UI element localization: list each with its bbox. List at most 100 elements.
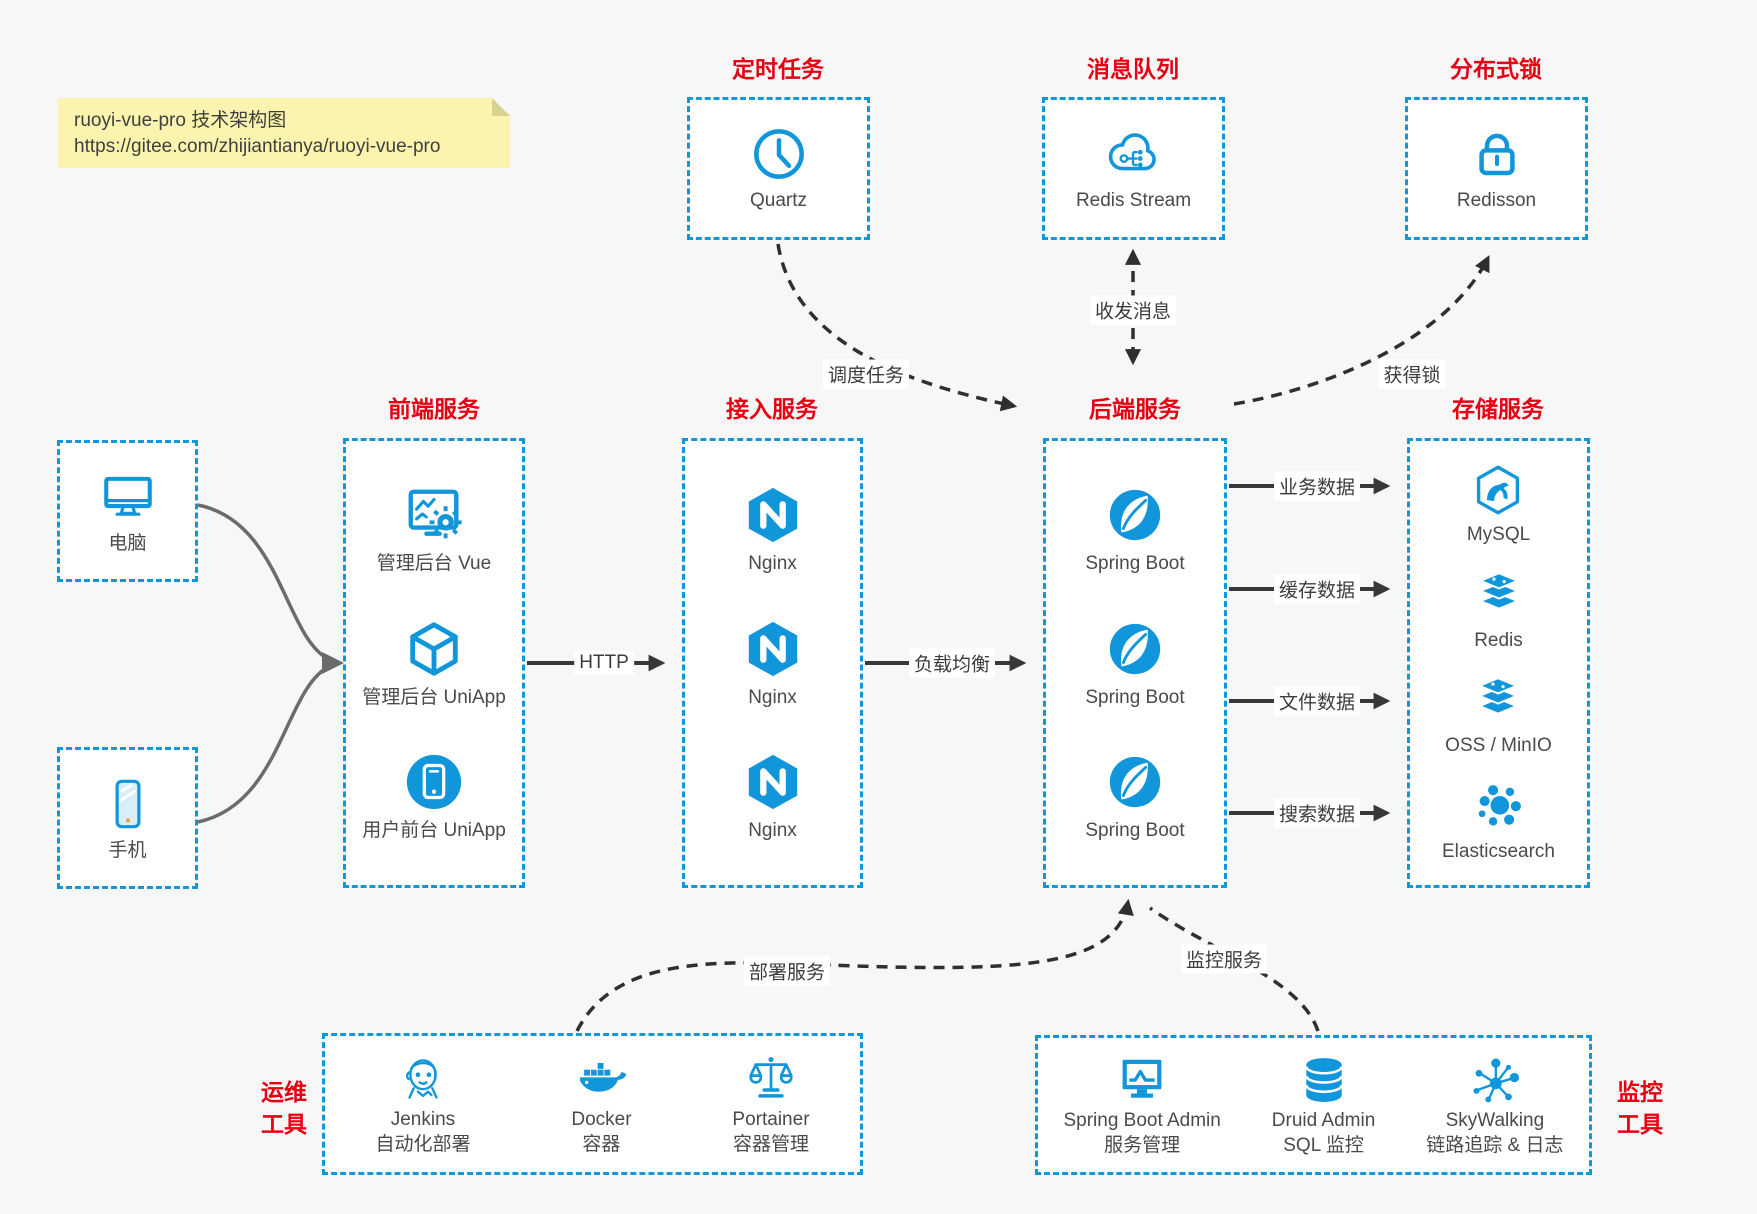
http-label: HTTP xyxy=(574,651,634,675)
jenkins-icon xyxy=(396,1052,450,1106)
column-title-storage: 存储服务 xyxy=(1452,396,1544,422)
redis-node: Redis xyxy=(1472,569,1526,652)
column-title-access: 接入服务 xyxy=(726,396,818,422)
deploy-service-curve xyxy=(575,898,1134,1032)
elasticsearch-node: Elasticsearch xyxy=(1442,780,1555,863)
uniapp-cube-icon xyxy=(403,618,465,680)
monitor-tools-label-line2: 工具 xyxy=(1617,1111,1663,1137)
jenkins-node: Jenkins 自动化部署 xyxy=(375,1052,470,1156)
elasticsearch-label: Elasticsearch xyxy=(1442,840,1555,862)
desktop-icon xyxy=(99,468,157,526)
group-title-distributed-lock: 分布式锁 xyxy=(1450,56,1542,82)
clock-icon xyxy=(750,125,808,183)
elasticsearch-icon xyxy=(1472,780,1526,834)
cloud-mq-icon xyxy=(1104,125,1162,183)
messages-label: 收发消息 xyxy=(1089,295,1177,325)
monitor-tools-label: 监控 工具 xyxy=(1602,1076,1678,1140)
storage-service-box: MySQL Redis OSS xyxy=(1407,438,1590,888)
springboot-admin-icon xyxy=(1115,1053,1169,1107)
nginx-label: Nginx xyxy=(748,686,797,708)
user-app-icon xyxy=(403,751,465,813)
redis-stream-box: Redis Stream xyxy=(1042,97,1225,240)
file-data-label: 文件数据 xyxy=(1273,686,1361,716)
redisson-node: Redisson xyxy=(1457,125,1536,212)
mobile-to-frontend-curve xyxy=(197,664,331,824)
admin-uniapp-label: 管理后台 UniApp xyxy=(362,686,506,708)
springboot-node: Spring Boot xyxy=(1085,618,1185,709)
springboot-node: Spring Boot xyxy=(1085,751,1185,842)
group-title-message-queue: 消息队列 xyxy=(1087,56,1179,82)
portainer-desc: 容器管理 xyxy=(732,1134,809,1155)
schedule-task-label: 调度任务 xyxy=(822,359,910,389)
spring-icon xyxy=(1104,618,1166,680)
pc-client-box: 电脑 xyxy=(57,440,198,582)
pc-to-frontend-curve xyxy=(197,503,331,662)
nginx-label: Nginx xyxy=(748,820,797,842)
business-data-label: 业务数据 xyxy=(1273,471,1361,501)
sticky-note: ruoyi-vue-pro 技术架构图 https://gitee.com/zh… xyxy=(58,98,510,168)
note-title: ruoyi-vue-pro 技术架构图 xyxy=(74,110,287,131)
gear xyxy=(429,506,462,538)
mysql-node: MySQL xyxy=(1467,463,1530,546)
admin-vue-icon xyxy=(403,484,465,546)
druid-desc: SQL 监控 xyxy=(1283,1135,1364,1156)
monitor-tools-box: Spring Boot Admin 服务管理 Druid Admin SQL 监… xyxy=(1035,1035,1592,1175)
note-url: https://gitee.com/zhijiantianya/ruoyi-vu… xyxy=(74,136,441,157)
ops-tools-label-line1: 运维 xyxy=(261,1079,307,1105)
docker-node: Docker 容器 xyxy=(571,1052,632,1156)
jenkins-desc: 自动化部署 xyxy=(375,1134,471,1155)
nginx-node: Nginx xyxy=(742,751,804,842)
phone-icon xyxy=(99,775,157,833)
get-lock-curve xyxy=(1233,255,1490,406)
redisson-box: Redisson xyxy=(1405,97,1588,240)
quartz-label: Quartz xyxy=(749,190,808,211)
portainer-name: Portainer xyxy=(732,1109,810,1130)
mysql-label: MySQL xyxy=(1466,524,1531,546)
springboot-admin-name: Spring Boot Admin xyxy=(1063,1110,1221,1131)
nginx-icon xyxy=(742,618,804,680)
quartz-node: Quartz xyxy=(750,125,808,212)
skywalking-icon xyxy=(1468,1053,1522,1107)
mobile-client-node: 手机 xyxy=(99,775,157,862)
springboot-label: Spring Boot xyxy=(1085,820,1185,842)
portainer-icon xyxy=(744,1052,798,1106)
mobile-client-box: 手机 xyxy=(57,747,198,889)
redis-label: Redis xyxy=(1474,629,1523,651)
admin-uniapp-node: 管理后台 UniApp xyxy=(362,618,506,709)
spring-icon xyxy=(1104,484,1166,546)
druid-icon xyxy=(1297,1053,1351,1107)
redis-stream-label: Redis Stream xyxy=(1075,190,1192,211)
backend-service-box: Spring Boot Spring Boot Spring Boot xyxy=(1043,438,1227,888)
frontend-service-box: 管理后台 Vue 管理后台 UniApp 用户前台 UniApp xyxy=(343,438,525,888)
redis-stream-node: Redis Stream xyxy=(1076,125,1191,212)
skywalking-name: SkyWalking xyxy=(1445,1110,1545,1131)
docker-icon xyxy=(574,1052,628,1106)
springboot-admin-desc: 服务管理 xyxy=(1104,1135,1181,1156)
search-data-label: 搜索数据 xyxy=(1273,798,1361,828)
docker-name: Docker xyxy=(571,1109,632,1130)
monitor-tools-label-line1: 监控 xyxy=(1617,1079,1663,1105)
nginx-node: Nginx xyxy=(742,618,804,709)
access-service-box: Nginx Nginx Nginx xyxy=(682,438,863,888)
mysql-icon xyxy=(1471,463,1525,517)
nginx-icon xyxy=(742,484,804,546)
nginx-label: Nginx xyxy=(748,552,797,574)
column-title-frontend: 前端服务 xyxy=(388,396,480,422)
portainer-node: Portainer 容器管理 xyxy=(732,1052,810,1156)
pc-client-node: 电脑 xyxy=(99,468,157,555)
nginx-icon xyxy=(742,751,804,813)
user-uniapp-label: 用户前台 UniApp xyxy=(362,820,506,842)
column-title-backend: 后端服务 xyxy=(1089,396,1181,422)
oss-icon xyxy=(1471,674,1525,728)
ops-tools-label-line2: 工具 xyxy=(261,1111,307,1137)
pc-client-label: 电脑 xyxy=(108,532,147,554)
ops-tools-label: 运维 工具 xyxy=(246,1076,322,1140)
druid-node: Druid Admin SQL 监控 xyxy=(1272,1053,1375,1157)
admin-vue-node: 管理后台 Vue xyxy=(377,484,491,575)
skywalking-node: SkyWalking 链路追踪 & 日志 xyxy=(1426,1053,1563,1157)
cache-data-label: 缓存数据 xyxy=(1273,574,1361,604)
springboot-admin-node: Spring Boot Admin 服务管理 xyxy=(1063,1053,1221,1157)
springboot-label: Spring Boot xyxy=(1085,552,1185,574)
mobile-client-label: 手机 xyxy=(108,839,147,861)
